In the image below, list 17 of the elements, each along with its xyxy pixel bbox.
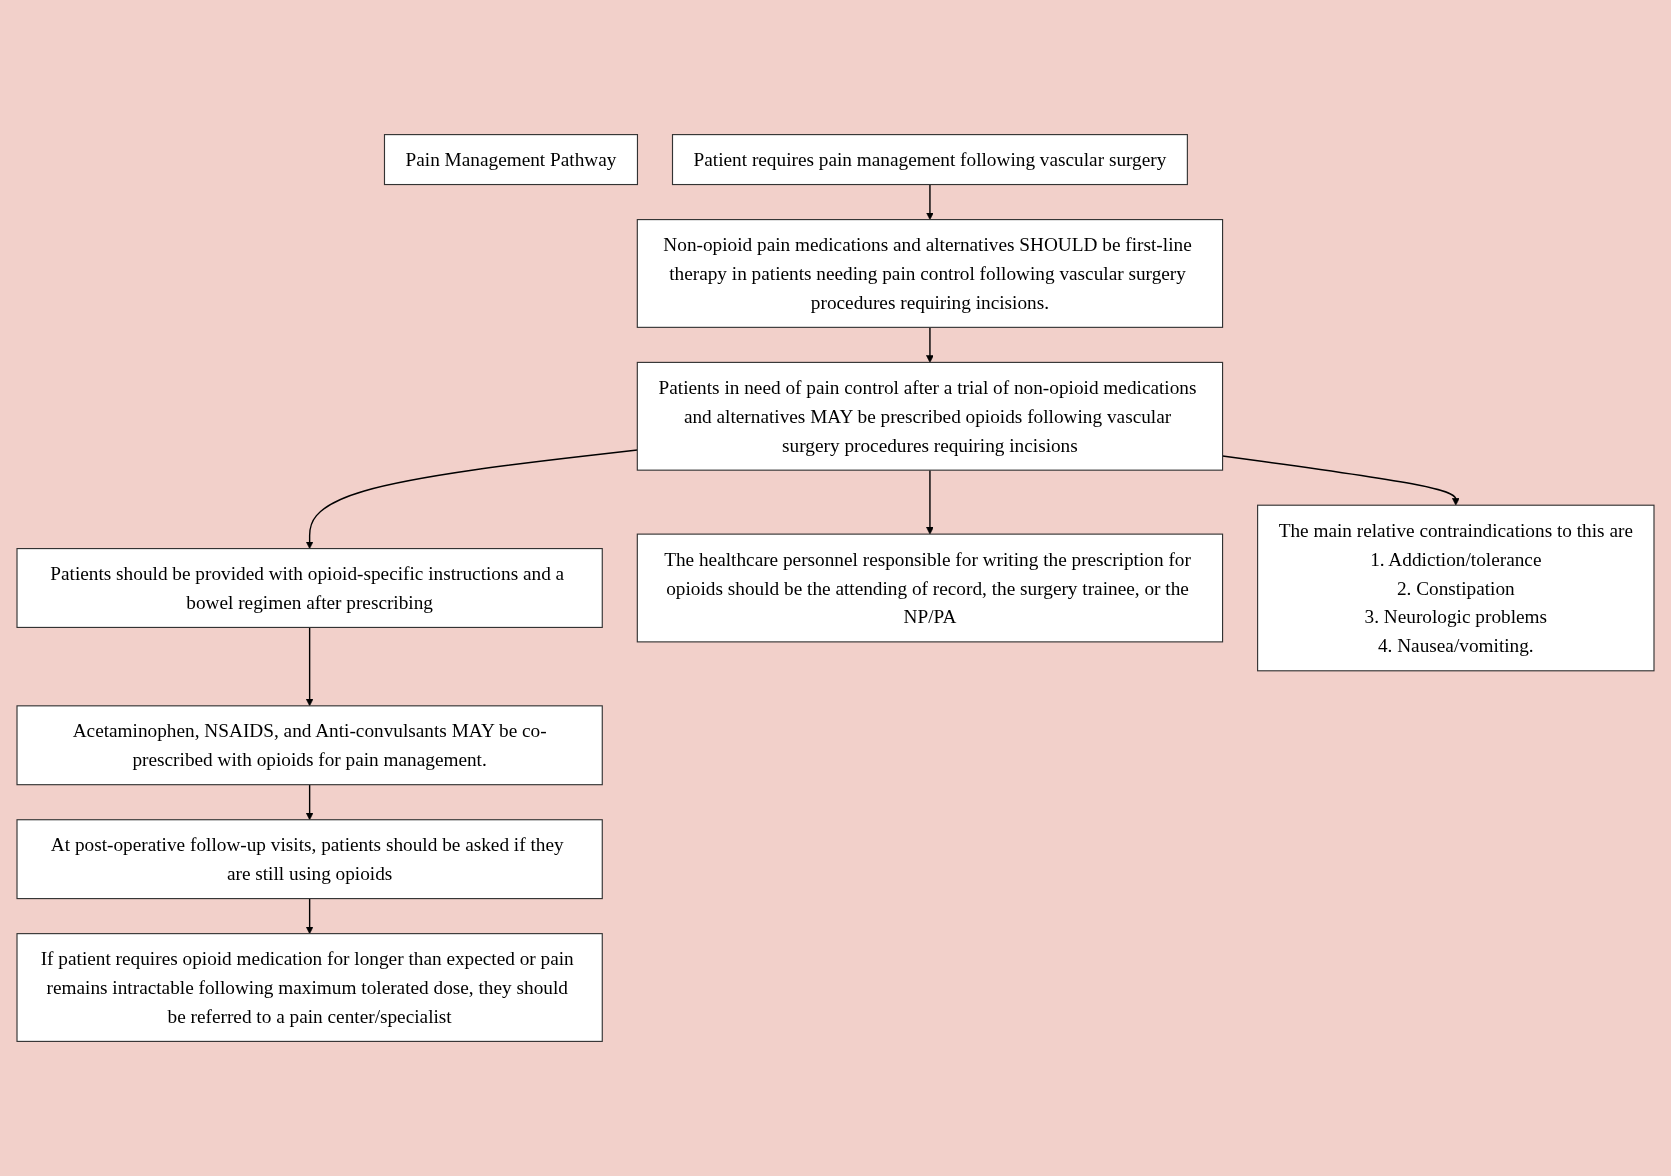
node-box: Patients in need of pain control after a trial of non-opioid medications and alternatives MAY be prescribed opioids following vascular surgery procedures requiring incisions bbox=[636, 361, 1224, 471]
node-box: Pain Management Pathway bbox=[383, 134, 639, 186]
node-box: Patients should be provided with opioid-specific instructions and a bowel regimen after prescribing bbox=[16, 548, 603, 628]
arrow bbox=[926, 469, 934, 535]
arrow bbox=[305, 626, 314, 707]
arrow bbox=[305, 897, 314, 934]
node-box: If patient requires opioid medication for longer than expected or pain remains intractable following maximum tolerated dose, they should be referred to a pain center/specialist bbox=[16, 933, 603, 1042]
arrow bbox=[926, 183, 934, 220]
arrow bbox=[926, 326, 934, 363]
node-box: The main relative contraindications to this are 1. Addiction/tolerance 2. Constipation 3. Neurologic problems 4. Nausea/vomiting. bbox=[1257, 504, 1655, 672]
node-box: Acetaminophen, NSAIDS, and Anti-convulsants MAY be co-prescribed with opioids for pain management. bbox=[16, 705, 603, 786]
arrow bbox=[305, 784, 314, 821]
arrow bbox=[305, 449, 638, 549]
node-box: Patient requires pain management following vascular surgery bbox=[671, 134, 1188, 186]
node-box: The healthcare personnel responsible for writing the prescription for opioids should be the attending of record, the surgery trainee, or the NP/PA bbox=[636, 533, 1224, 643]
node-box: Non-opioid pain medications and alternatives SHOULD be first-line therapy in patients needing pain control following vascular surgery procedures requiring incisions. bbox=[636, 219, 1224, 328]
node-box: At post-operative follow-up visits, patients should be asked if they are still using opioids bbox=[16, 819, 603, 900]
